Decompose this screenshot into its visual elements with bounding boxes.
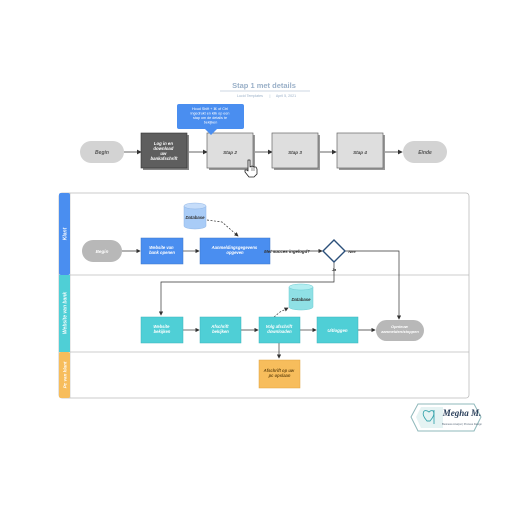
lane1-website-label: Website van bank openen (149, 245, 175, 255)
subtitle-separator: | (270, 94, 271, 98)
top-end-label: Einde (418, 150, 432, 156)
logo-badge: Megha M. Business Analyst | Process Desi… (410, 403, 482, 432)
subtitle-date: April 5, 2021 (276, 94, 296, 98)
lane3-save-node[interactable] (258, 359, 301, 389)
logo-name: Megha M. (442, 408, 482, 418)
top-step4-label: Stap 4 (353, 150, 367, 155)
lane1-decision-diamond[interactable] (322, 239, 346, 263)
lane1-connectors (122, 219, 402, 320)
top-step2-node[interactable] (206, 132, 254, 169)
lane2-database-label: Database (291, 297, 311, 302)
lane2-connectors (183, 307, 376, 359)
top-step4-node[interactable] (336, 132, 384, 169)
lane3-save-label: Afschrift op uw pc opslaan (263, 368, 296, 378)
page-title: Stap 1 met details (232, 81, 296, 90)
lane2-logout-label: Uitloggen (327, 328, 348, 333)
lane2-select-node[interactable] (199, 316, 242, 344)
top-step2-label: Stap 2 (223, 150, 237, 155)
svg-text:Houd Shift + ⌘ of Ctrl i: Houd Shift + ⌘ of Ctrl ingedrukt en klik… (191, 106, 231, 125)
lane2-view-label: Website bekijken (153, 324, 170, 334)
top-begin-node[interactable] (80, 141, 124, 163)
lane2-error-label: Opnieuw aanmelden/stoppen (381, 324, 419, 334)
logo-tagline: Business Analyst | Process Design (442, 422, 482, 426)
lane2-logout-node[interactable] (316, 316, 359, 344)
lane1-credentials-label: Aanmeldingsgegevens opgeven (211, 245, 259, 255)
top-end-node[interactable] (403, 141, 447, 163)
lane1-database-label: Database (185, 215, 205, 220)
lane2-download-node[interactable] (258, 316, 301, 344)
lane1-website-node[interactable] (140, 237, 184, 265)
lane-label-klant: Klant (63, 227, 69, 240)
lane2-select-label: Afschrift bekijken (210, 324, 229, 334)
top-step3-node[interactable] (271, 132, 319, 169)
subtitle-template: Lucid Templates (237, 94, 263, 98)
lane-header-website (59, 275, 70, 352)
lane1-yes-label: Ja (332, 267, 337, 272)
lane1-begin-node[interactable] (82, 240, 122, 262)
lane1-begin-label: Begin (96, 249, 109, 254)
lane-header-pc (59, 352, 70, 398)
top-step1-node[interactable] (140, 132, 188, 169)
top-step3-label: Stap 3 (288, 150, 302, 155)
lane1-no-label: Nee (348, 249, 356, 254)
top-begin-label: Begin (95, 150, 109, 156)
top-step1-label: Log in en download uw bankafschrift (151, 141, 179, 161)
lane2-download-label: Volg afschrift downloaden (266, 324, 294, 334)
lane2-error-node[interactable] (376, 320, 424, 341)
lane-label-pc: Pc van klant (63, 361, 68, 388)
tooltip-callout: Houd Shift + ⌘ of Ctrl ingedrukt en klik… (177, 104, 244, 135)
lane1-question-label: Met succes ingelogd? (264, 249, 310, 254)
hand-cursor-icon (244, 159, 258, 178)
lane1-database-icon[interactable] (183, 202, 207, 230)
lane2-database-icon[interactable] (288, 283, 314, 311)
lane1-credentials-node[interactable] (199, 237, 271, 265)
lane2-view-node[interactable] (140, 316, 184, 344)
lane-header-klant (59, 193, 70, 275)
lane-label-website: Website van bank (63, 292, 69, 334)
